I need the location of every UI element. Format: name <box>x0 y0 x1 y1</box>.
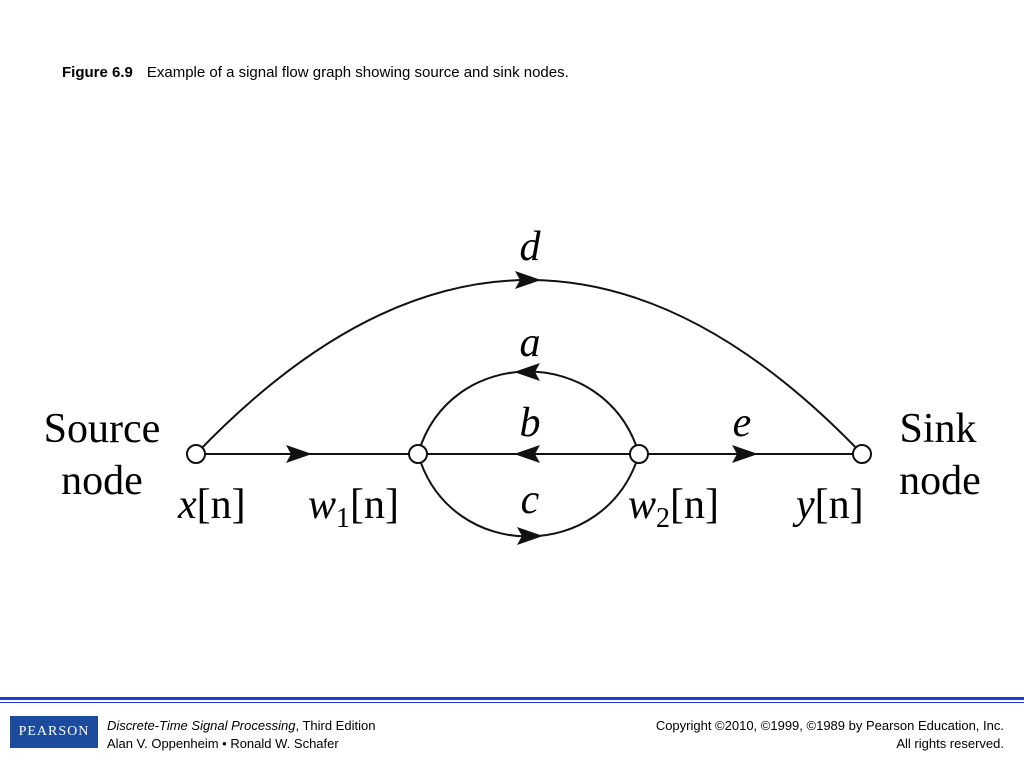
book-edition: , Third Edition <box>295 718 376 733</box>
caption-text: Example of a signal flow graph showing s… <box>146 64 569 81</box>
sink-label-line2: node <box>899 458 981 504</box>
arrowhead-b <box>514 445 540 463</box>
footer-divider <box>0 697 1024 700</box>
arrowhead-d <box>515 271 541 289</box>
gain-label-c: c <box>521 477 540 523</box>
signal-flow-graph: Source node Sink node d a b c e x[n] w1[… <box>44 224 981 545</box>
node-label-w1-subscript: 1 <box>336 503 350 534</box>
arrowhead-c <box>517 527 543 545</box>
node-label-y-suffix: [n] <box>815 482 864 528</box>
node-y <box>852 444 872 464</box>
node-w2 <box>629 444 649 464</box>
logo-text: PEARSON <box>18 724 90 739</box>
node-label-x: x[n] <box>177 482 246 528</box>
book-authors: Alan V. Oppenheim • Ronald W. Schafer <box>107 736 339 751</box>
copyright-line: Copyright ©2010, ©1999, ©1989 by Pearson… <box>655 718 1004 733</box>
source-label-line2: node <box>61 458 143 504</box>
figure-number: Figure 6.9 <box>62 64 133 81</box>
gain-label-a: a <box>520 320 541 366</box>
node-label-w2-subscript: 2 <box>656 503 670 534</box>
copyright-notice: Copyright ©2010, ©1999, ©1989 by Pearson… <box>656 717 1004 753</box>
node-label-w2-suffix: [n] <box>670 482 719 528</box>
book-title: Discrete-Time Signal Processing <box>107 718 296 733</box>
gain-label-b: b <box>520 400 541 446</box>
node-label-w1-name: w <box>308 482 336 528</box>
node-label-w1-suffix: [n] <box>350 482 399 528</box>
gain-label-d: d <box>520 224 542 270</box>
figure-caption: Figure 6.9 Example of a signal flow graph… <box>62 64 569 81</box>
arrowhead-a <box>514 363 540 381</box>
node-label-x-name: x <box>177 482 197 528</box>
node-label-w1: w1[n] <box>308 482 399 534</box>
arrowhead-e <box>732 445 758 463</box>
node-x <box>186 444 206 464</box>
source-label-line1: Source <box>44 406 161 452</box>
sink-label-line1: Sink <box>899 406 976 452</box>
node-label-w2-name: w <box>628 482 656 528</box>
node-label-x-suffix: [n] <box>197 482 246 528</box>
pearson-logo: PEARSON <box>10 716 98 748</box>
book-info: Discrete-Time Signal Processing, Third E… <box>107 717 375 753</box>
node-label-y: y[n] <box>792 482 864 528</box>
node-w1 <box>408 444 428 464</box>
arrowhead-x-to-w1 <box>286 445 312 463</box>
node-label-w2: w2[n] <box>628 482 719 534</box>
footer-divider-thin <box>0 702 1024 703</box>
book-title-line: Discrete-Time Signal Processing, Third E… <box>107 717 375 735</box>
node-label-y-name: y <box>792 482 815 528</box>
rights-line: All rights reserved. <box>896 736 1004 751</box>
gain-label-e: e <box>733 400 752 446</box>
